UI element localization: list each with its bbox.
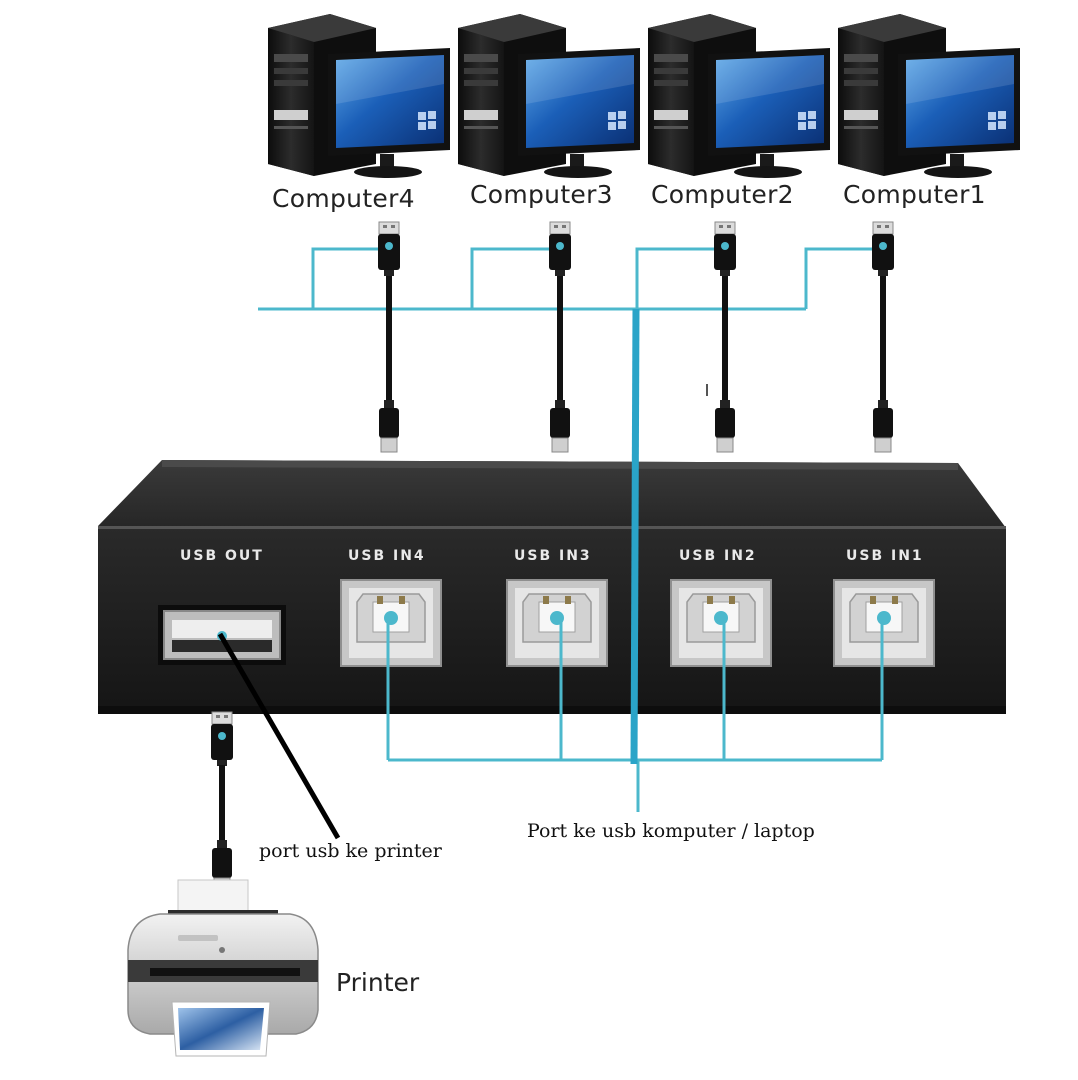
usb-a-plug-icon xyxy=(548,221,572,277)
computer-cables xyxy=(377,221,895,453)
computer1-icon xyxy=(838,14,1020,178)
printer-label: Printer xyxy=(336,968,420,997)
printer-port-annotation: port usb ke printer xyxy=(259,840,442,862)
usb-a-plug-icon xyxy=(377,221,401,277)
computer1-label: Computer1 xyxy=(843,180,986,209)
usb-in3-port xyxy=(506,579,608,667)
computer4-icon xyxy=(268,14,450,178)
trunk-line xyxy=(630,308,640,765)
computer4-label: Computer4 xyxy=(272,184,415,213)
usb-out-label: USB OUT xyxy=(180,548,264,564)
pointer-line xyxy=(217,632,341,840)
top-connector-lines xyxy=(258,247,882,311)
usb-in4-port xyxy=(340,579,442,667)
computer-port-annotation: Port ke usb komputer / laptop xyxy=(527,820,815,842)
printer-icon xyxy=(127,879,319,1057)
usb-in3-label: USB IN3 xyxy=(514,548,592,564)
usb-a-plug-icon xyxy=(713,221,737,277)
printer-cable xyxy=(210,711,234,893)
usb-in2-label: USB IN2 xyxy=(679,548,757,564)
usb-a-plug-icon xyxy=(210,711,234,767)
usb-b-plug-icon xyxy=(549,399,571,453)
usb-b-plug-icon xyxy=(714,399,736,453)
stray-mark xyxy=(706,384,708,396)
computer3-icon xyxy=(458,14,640,178)
usb-b-plug-icon xyxy=(378,399,400,453)
usb-in2-port xyxy=(670,579,772,667)
usb-a-plug-icon xyxy=(871,221,895,277)
computer2-icon xyxy=(648,14,830,178)
usb-b-plug-icon xyxy=(872,399,894,453)
usb-in1-label: USB IN1 xyxy=(846,548,924,564)
computer2-label: Computer2 xyxy=(651,180,794,209)
usb-in1-port xyxy=(833,579,935,667)
usb-in4-label: USB IN4 xyxy=(348,548,426,564)
computer3-label: Computer3 xyxy=(470,180,613,209)
